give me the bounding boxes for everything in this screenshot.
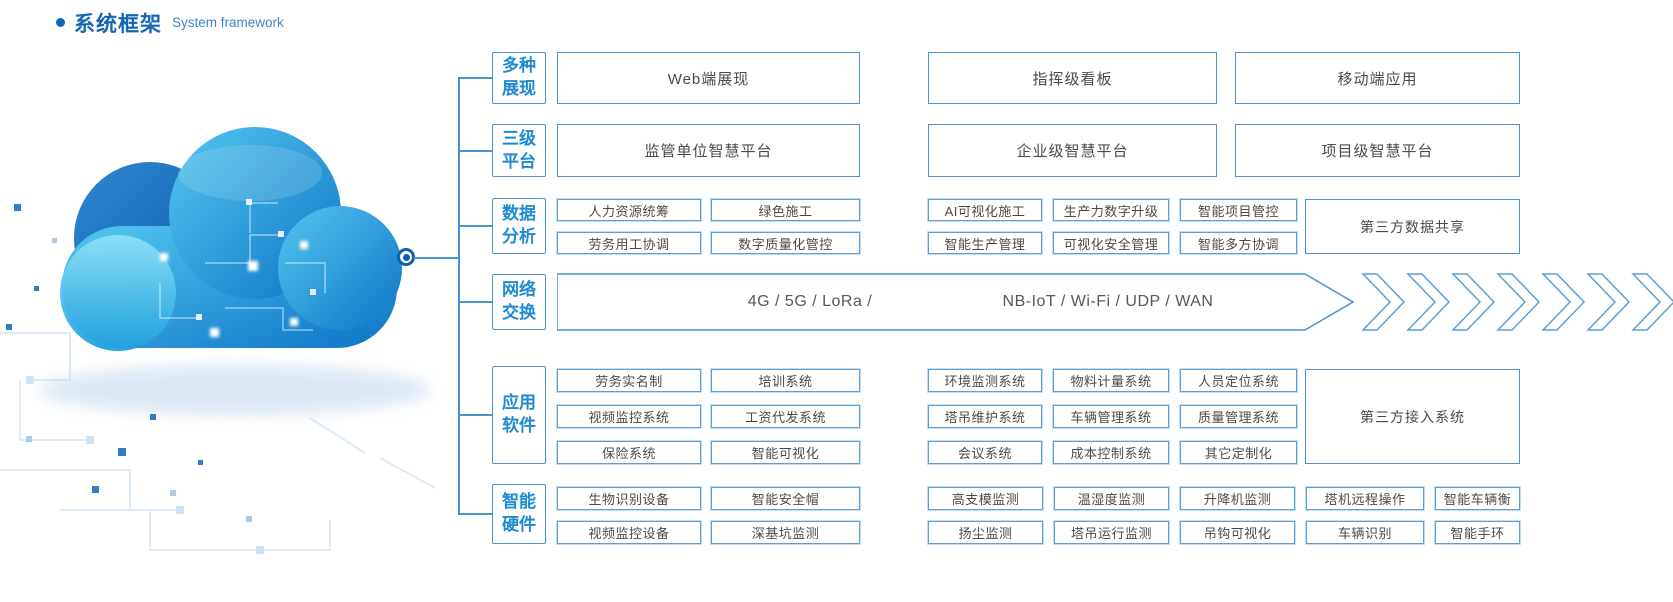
connector-line <box>414 257 458 259</box>
mobile-app-box: 移动端应用 <box>1235 52 1520 104</box>
labor-coordination-box: 劳务用工协调 <box>557 232 701 254</box>
scatter-pixels <box>6 204 203 493</box>
smart-production-mgmt-box: 智能生产管理 <box>928 232 1042 254</box>
third-party-access-system-box: 第三方接入系统 <box>1305 369 1520 464</box>
smart-vehicle-scale-box: 智能车辆衡 <box>1435 487 1520 510</box>
title-bullet-icon <box>56 18 65 27</box>
hub-node-icon <box>397 248 415 266</box>
smart-project-control-box: 智能项目管控 <box>1180 199 1297 221</box>
category-label-line: 网络 <box>502 280 536 300</box>
command-dashboard-box: 指挥级看板 <box>928 52 1217 104</box>
category-label-line: 应用 <box>502 393 536 413</box>
network-protocols-right: NB-IoT / Wi-Fi / UDP / WAN <box>1002 293 1214 310</box>
digital-quality-control-box: 数字质量化管控 <box>711 232 860 254</box>
enterprise-platform-box: 企业级智慧平台 <box>928 124 1217 177</box>
meeting-system-box: 会议系统 <box>928 441 1042 464</box>
category-label-line: 多种 <box>502 56 536 76</box>
category-smart-hardware: 智能 硬件 <box>492 484 546 544</box>
training-system-box: 培训系统 <box>711 369 860 392</box>
high-formwork-monitoring-box: 高支模监测 <box>928 487 1043 510</box>
network-protocols-left: 4G / 5G / LoRa / <box>747 293 873 310</box>
network-arrow <box>557 273 1673 331</box>
tower-crane-op-monitoring-box: 塔吊运行监测 <box>1054 521 1169 544</box>
ai-visual-construction-box: AI可视化施工 <box>928 199 1042 221</box>
personnel-positioning-system-box: 人员定位系统 <box>1180 369 1297 392</box>
video-surveillance-system-box: 视频监控系统 <box>557 405 701 428</box>
page-title: 系统框架 <box>74 13 162 36</box>
third-party-data-sharing-box: 第三方数据共享 <box>1305 199 1520 254</box>
category-label-line: 平台 <box>502 151 536 171</box>
category-network-exchange: 网络 交换 <box>492 274 546 330</box>
chevron-right-icon <box>1361 273 1673 331</box>
material-metering-system-box: 物料计量系统 <box>1053 369 1169 392</box>
category-label-line: 展现 <box>502 79 536 98</box>
category-label-line: 分析 <box>502 227 536 246</box>
cost-control-system-box: 成本控制系统 <box>1053 441 1169 464</box>
supervision-platform-box: 监管单位智慧平台 <box>557 124 860 177</box>
env-monitoring-system-box: 环境监测系统 <box>928 369 1042 392</box>
hoist-monitoring-box: 升降机监测 <box>1180 487 1295 510</box>
connector-line <box>458 225 492 227</box>
category-multi-display: 多种 展现 <box>492 52 546 104</box>
smart-helmet-box: 智能安全帽 <box>711 487 860 510</box>
hook-visualization-box: 吊钩可视化 <box>1180 521 1295 544</box>
labor-real-name-box: 劳务实名制 <box>557 369 701 392</box>
visual-safety-mgmt-box: 可视化安全管理 <box>1053 232 1169 254</box>
category-label-line: 三级 <box>502 128 536 148</box>
connector-line <box>458 513 492 515</box>
category-three-level-platform: 三级 平台 <box>492 124 546 177</box>
tower-crane-maintenance-box: 塔吊维护系统 <box>928 405 1042 428</box>
green-construction-box: 绿色施工 <box>711 199 860 221</box>
connector-line <box>458 77 492 79</box>
payroll-system-box: 工资代发系统 <box>711 405 860 428</box>
connector-line <box>458 301 492 303</box>
hr-overview-box: 人力资源统筹 <box>557 199 701 221</box>
web-display-box: Web端展现 <box>557 52 860 104</box>
cloud-illustration <box>0 127 436 554</box>
biometric-device-box: 生物识别设备 <box>557 487 701 510</box>
video-monitor-device-box: 视频监控设备 <box>557 521 701 544</box>
category-label-line: 软件 <box>502 416 536 435</box>
vehicle-mgmt-system-box: 车辆管理系统 <box>1053 405 1169 428</box>
deep-pit-monitoring-box: 深基坑监测 <box>711 521 860 544</box>
category-label-line: 硬件 <box>502 515 536 534</box>
dust-monitoring-box: 扬尘监测 <box>928 521 1043 544</box>
category-data-analysis: 数据 分析 <box>492 198 546 254</box>
smart-multiparty-coordination-box: 智能多方协调 <box>1180 232 1297 254</box>
page-subtitle: System framework <box>172 15 284 30</box>
other-customization-box: 其它定制化 <box>1180 441 1297 464</box>
category-label-line: 交换 <box>502 303 536 322</box>
project-platform-box: 项目级智慧平台 <box>1235 124 1520 177</box>
category-label-line: 智能 <box>502 492 536 512</box>
smart-wristband-box: 智能手环 <box>1435 521 1520 544</box>
quality-mgmt-system-box: 质量管理系统 <box>1180 405 1297 428</box>
insurance-system-box: 保险系统 <box>557 441 701 464</box>
connector-line <box>458 414 492 416</box>
productivity-upgrade-box: 生产力数字升级 <box>1053 199 1169 221</box>
category-app-software: 应用 软件 <box>492 366 546 464</box>
smart-visualization-box: 智能可视化 <box>711 441 860 464</box>
connector-trunk-line <box>458 77 460 514</box>
connector-line <box>458 150 492 152</box>
vehicle-recognition-box: 车辆识别 <box>1306 521 1424 544</box>
temp-humidity-monitoring-box: 温湿度监测 <box>1054 487 1169 510</box>
category-label-line: 数据 <box>502 204 536 224</box>
tower-remote-operation-box: 塔机远程操作 <box>1306 487 1424 510</box>
